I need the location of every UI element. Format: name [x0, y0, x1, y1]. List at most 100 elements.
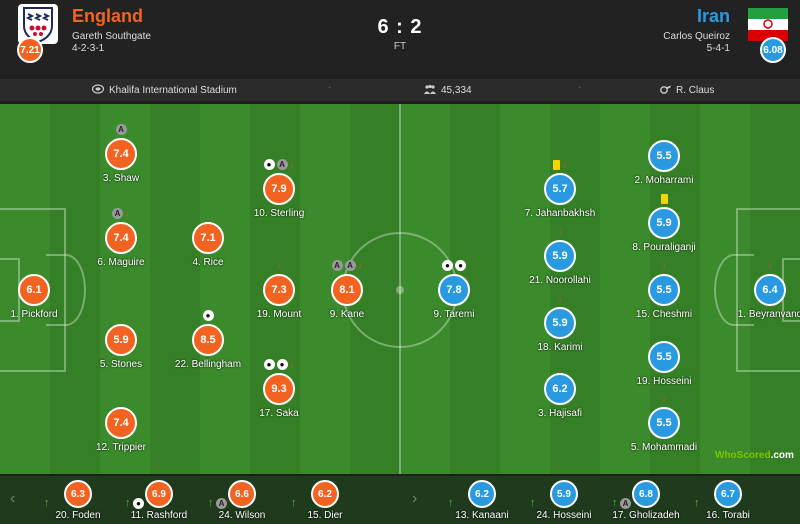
goal-icon: ● [263, 159, 275, 170]
watermark-suffix: .com [770, 450, 794, 461]
lineup-player[interactable]: ↓ 5.5 5. Mohammadi [614, 393, 714, 453]
yellow-card-icon [553, 160, 560, 170]
player-name: 3. Shaw [102, 173, 140, 184]
sub-off-icon: ↓ [557, 293, 563, 304]
sub-off-icon: ↓ [562, 159, 567, 170]
player-name: 10. Sterling [253, 208, 305, 219]
player-rating: 5.5 [648, 407, 680, 439]
player-rating: 6.9 [145, 480, 173, 508]
player-name: 21. Noorollahi [529, 275, 591, 286]
sub-on-icon: ↑ [44, 497, 50, 509]
player-events [71, 310, 171, 322]
away-manager: Carlos Queiroz [663, 31, 730, 42]
player-rating: 6.6 [228, 480, 256, 508]
player-rating: 6.2 [468, 480, 496, 508]
match-score: 6 : 2 [377, 16, 423, 38]
player-name: 22. Bellingham [174, 359, 242, 370]
goal-icon: ● [133, 498, 144, 509]
player-events: ↓ [614, 260, 714, 272]
player-name: 15. Dier [307, 510, 343, 521]
player-rating: 6.3 [64, 480, 92, 508]
sub-off-icon: ↓ [357, 260, 363, 271]
player-rating: 5.5 [648, 341, 680, 373]
crowd-icon [424, 84, 436, 97]
player-rating: 6.7 [714, 480, 742, 508]
subs-prev-button[interactable]: ‹ [10, 490, 16, 507]
home-manager: Gareth Southgate [72, 31, 151, 42]
sub-on-icon: ↑ [448, 497, 454, 509]
stadium-icon [91, 84, 105, 97]
away-team-name[interactable]: Iran [696, 6, 730, 26]
whoscored-logo[interactable]: WhoScored.com [715, 450, 794, 461]
home-team-name[interactable]: England [72, 6, 143, 26]
player-rating: 7.4 [105, 138, 137, 170]
player-name: 5. Stones [99, 359, 143, 370]
info-separator: · [578, 82, 582, 93]
player-events: ↓ [510, 226, 610, 238]
player-name: 5. Mohammadi [630, 442, 698, 453]
player-name: 4. Rice [192, 257, 224, 268]
player-rating: 9.3 [263, 373, 295, 405]
stadium-name: Khalifa International Stadium [109, 85, 237, 96]
attendance-value: 45,334 [441, 85, 472, 96]
match-info-bar: Khalifa International Stadium · 45,334 ·… [0, 79, 800, 101]
sub-off-icon: ↓ [661, 260, 667, 271]
home-penalty-arc [46, 254, 86, 326]
player-name: 9. Kane [329, 309, 365, 320]
player-name: 1. Beyranvand [737, 309, 800, 320]
watermark-brand: WhoScored [715, 450, 771, 461]
player-rating: 6.8 [632, 480, 660, 508]
lineup-player[interactable]: A 7.4 3. Shaw [71, 124, 171, 184]
player-events [614, 126, 714, 138]
player-events: ● [158, 310, 258, 322]
referee-name: R. Claus [676, 85, 715, 96]
player-name: 19. Mount [256, 309, 302, 320]
player-events: A↓ [71, 208, 171, 220]
player-name: 15. Cheshmi [635, 309, 693, 320]
player-rating: 5.5 [648, 140, 680, 172]
player-events: ●● [404, 260, 504, 272]
subs-next-button[interactable]: › [412, 490, 418, 507]
sub-off-icon: ↓ [125, 208, 130, 219]
stadium-info: Khalifa International Stadium [91, 84, 237, 97]
whistle-icon [659, 84, 671, 97]
player-events: ↓ [229, 260, 329, 272]
player-events [614, 193, 714, 205]
player-name: 12. Trippier [95, 442, 147, 453]
match-status: FT [393, 41, 407, 52]
sub-off-icon: ↓ [661, 393, 667, 404]
player-events: A [71, 124, 171, 136]
player-rating: 5.9 [544, 307, 576, 339]
player-rating: 6.4 [754, 274, 786, 306]
iran-flag-icon[interactable] [748, 4, 788, 44]
match-header: England Gareth Southgate 4-2-3-1 7.21 6 … [0, 0, 800, 74]
